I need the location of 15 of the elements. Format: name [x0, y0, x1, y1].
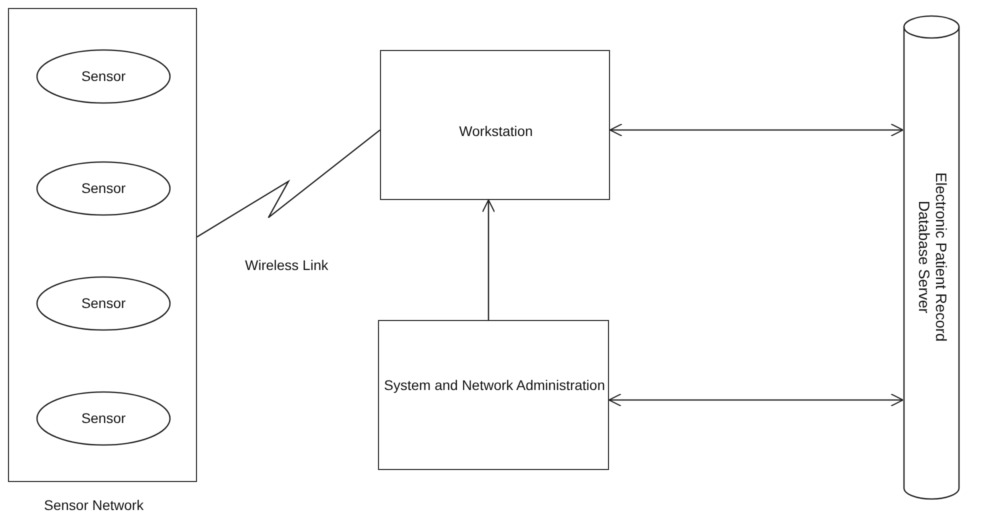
wireless-link-line [196, 129, 380, 238]
node-label: Sensor [80, 180, 127, 196]
edge-label: Wireless Link [245, 257, 328, 273]
arrow [609, 123, 904, 137]
arrow [608, 393, 904, 407]
node-label: Sensor [80, 68, 127, 84]
node-label: System and Network Administration [383, 377, 606, 393]
node-label: Workstation [458, 123, 534, 139]
process-box [378, 320, 609, 470]
group-label: Sensor Network [44, 497, 144, 513]
arrow [482, 199, 496, 320]
node-label: Sensor [80, 410, 127, 426]
process-box [380, 50, 610, 200]
node-label: Electronic Patient Record Database Server [914, 170, 948, 344]
node-label: Sensor [80, 294, 127, 310]
